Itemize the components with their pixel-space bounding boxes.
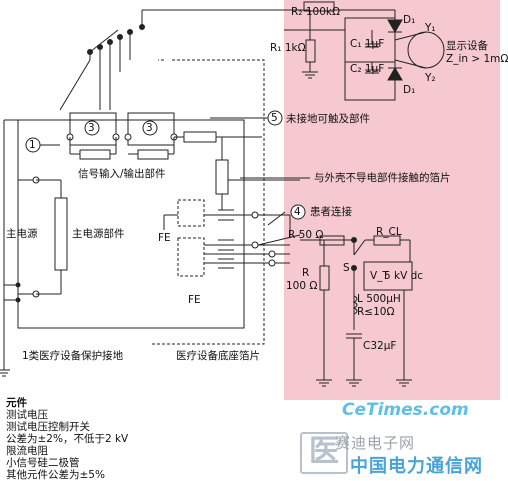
legend-line: 公差为±2%，不低于2 kV [6,433,129,445]
y1-label: Y₁ [425,22,436,34]
callout-5: 5 [271,112,278,124]
test-circuit [300,235,413,387]
legend-line: 小信号硅二极管 [6,457,80,469]
circuit-diagram [0,1,445,387]
patient-label: 患者连接 [310,206,352,218]
d1-top-label: D₁ [403,14,416,26]
circle4-shape [290,204,306,220]
circle5-shape [267,110,283,126]
d1-bottom-label: D₁ [403,84,416,96]
callout-3a: 3 [88,122,95,134]
legend-line: 限流电阻 [6,445,48,457]
c32-label: C32μF [363,340,397,352]
watermark-name2: 中国电力通信网 [350,456,483,477]
callout-4: 4 [294,206,301,218]
chassis-foil-dashed [150,59,265,345]
r50-label: R 50 Ω [288,229,324,241]
legend-title: 元件 [6,397,27,409]
foil-label: 与外壳不导电部件接触的箔片 [314,172,451,184]
untouched-label: 未接地可触及部件 [286,113,370,125]
mains-part-label: 主电源部件 [72,228,125,240]
r100-label-b: 100 Ω [286,280,318,292]
kv-label: 5 kV dc [384,270,424,282]
c2-label: C₂ 1μF [350,63,385,75]
r1-label: R₁ 1kΩ [270,42,306,54]
r10-label: R≤10Ω [357,306,395,318]
watermark-logo: 医 [300,432,348,474]
applied-parts [163,199,301,277]
zin-label: Z_in > 1mΩ [446,53,508,65]
measuring-network [284,1,445,101]
class1-label: 1类医疗设备保护接地 [22,350,124,362]
leader-4 [267,211,286,226]
equipment-enclosure [17,119,245,329]
signal-io-parts [66,112,300,210]
c1-label: C₁ 1μF [350,38,385,50]
watermark-site: CeTimes.com [342,400,469,420]
watermark-name1: 赛迪电子网 [335,434,416,452]
mains-part [0,119,68,377]
r100-label-a: R [302,267,310,279]
fe1-label: FE [158,232,171,244]
fe2-label: FE [188,294,201,306]
switch-s-label: S [343,262,350,274]
display-label: 显示设备 [446,40,488,52]
circle3a-shape [84,120,100,136]
r2-label: R₂ 100kΩ [291,6,340,18]
circle3b-shape [142,120,158,136]
l500-label: L 500μH [357,293,401,305]
chassis-foil-label: 医疗设备底座箔片 [176,350,260,362]
circle1-shape [25,137,41,153]
rcl-label: R_CL [376,226,402,238]
callout-3b: 3 [146,122,153,134]
vt-label: V_T [370,270,389,282]
rotary-switch [59,9,310,111]
legend: 元件 测试电压 测试电压控制开关 公差为±2%，不低于2 kV 限流电阻 小信号… [6,397,128,481]
callout-1: 1 [29,139,36,151]
signal-io-label: 信号输入/输出部件 [78,168,166,180]
y2-label: Y₂ [425,72,436,84]
legend-line: 其他元件公差为±5% [6,469,105,481]
legend-line: 测试电压 [6,409,48,421]
mains-label: 主电源 [6,228,38,240]
test-circuit-shaded-area [284,0,500,400]
legend-line: 测试电压控制开关 [6,421,90,433]
